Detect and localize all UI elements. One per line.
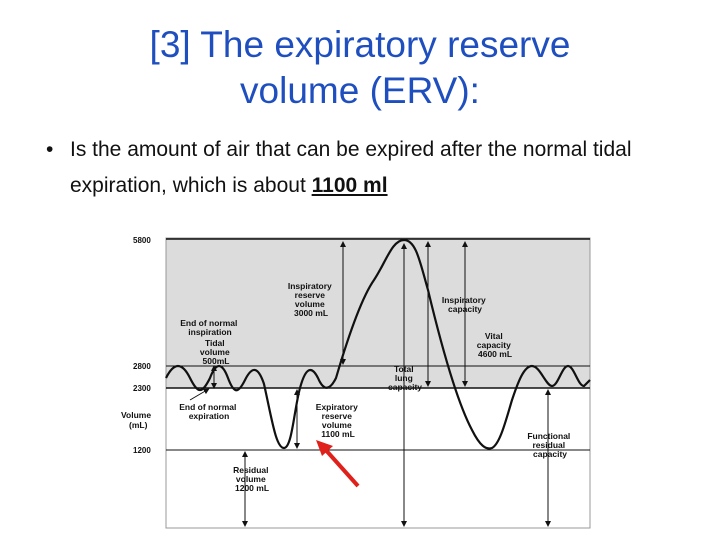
- bullet-emphasis: 1100 ml: [311, 174, 388, 197]
- y-axis-unit: (mL): [129, 420, 148, 430]
- y-axis-label: Volume: [121, 410, 151, 420]
- highlight-arrow-icon: [316, 440, 360, 488]
- tick-1200: 1200: [133, 446, 151, 455]
- label-frc: Functional residual capacity: [527, 431, 572, 459]
- spirogram-trace: [165, 238, 591, 450]
- title-line-1: [3] The expiratory reserve: [149, 24, 571, 65]
- tick-5800: 5800: [133, 236, 151, 245]
- slide-title: [3] The expiratory reserve volume (ERV):: [0, 22, 720, 114]
- label-rv: Residual volume 1200 mL: [233, 465, 271, 493]
- bullet-dot: •: [46, 138, 54, 161]
- bullet-text: Is the amount of air that can be expired…: [70, 132, 670, 204]
- tick-2300: 2300: [133, 384, 151, 393]
- label-vc: Vital capacity 4600 mL: [477, 331, 513, 359]
- tick-2800: 2800: [133, 362, 151, 371]
- label-irv: Inspiratory reserve volume 3000 mL: [288, 281, 334, 318]
- bullet-text-body: Is the amount of air that can be expired…: [70, 138, 632, 197]
- end-exp-pointer: [189, 388, 210, 401]
- label-end-exp: End of normal expiration: [179, 402, 239, 421]
- plot-frame: [165, 237, 591, 529]
- label-erv: Expiratory reserve volume 1100 mL: [316, 402, 360, 439]
- title-line-2: volume (ERV):: [240, 70, 480, 111]
- upper-band: [166, 238, 590, 388]
- lower-band: [166, 388, 590, 528]
- label-ic: Inspiratory capacity: [442, 295, 488, 314]
- label-end-insp: End of normal inspiration: [180, 318, 240, 337]
- label-tidal: Tidal volume 500mL: [200, 338, 232, 366]
- label-tlc: Total lung capacity: [388, 364, 422, 392]
